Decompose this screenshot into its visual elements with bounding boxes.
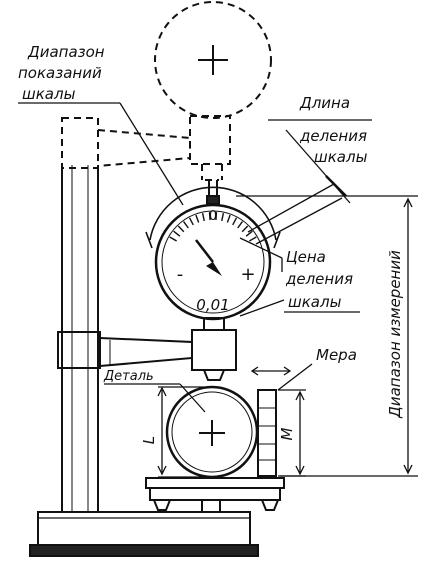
lower-bracket bbox=[57, 317, 237, 381]
scale-range-leader bbox=[18, 102, 184, 206]
label-scale-range-3: шкалы bbox=[22, 85, 76, 103]
dial-tick bbox=[173, 230, 181, 237]
division-value-leader bbox=[239, 237, 360, 317]
division-length-leader bbox=[247, 119, 372, 245]
upper-dial-dashed bbox=[154, 1, 272, 119]
dial-tick bbox=[221, 212, 225, 222]
dial-ticks bbox=[169, 212, 257, 242]
stand-column bbox=[61, 165, 99, 512]
dial-tick bbox=[188, 217, 194, 226]
part-circle bbox=[165, 385, 259, 479]
dial-tick bbox=[237, 221, 243, 229]
dial-tick bbox=[208, 212, 211, 221]
label-scale-range-1: Диапазон bbox=[27, 43, 105, 61]
dial-tick bbox=[232, 217, 238, 226]
dial-minus-label: - bbox=[177, 264, 184, 285]
label-part: Деталь bbox=[103, 369, 154, 384]
label-M: M bbox=[278, 427, 296, 440]
gauge-block-arrow bbox=[250, 363, 313, 391]
dial-tick bbox=[215, 212, 218, 221]
dial-tick bbox=[241, 225, 249, 233]
gauge-block bbox=[257, 389, 277, 477]
needle-pivot bbox=[206, 262, 222, 276]
indicator-stem bbox=[206, 180, 220, 205]
measure-range-dim bbox=[236, 195, 418, 477]
label-division-length-3: шкалы bbox=[314, 148, 368, 166]
label-L: L bbox=[140, 436, 158, 444]
scale-range-arc bbox=[145, 186, 281, 249]
label-division-value-2: деления bbox=[285, 270, 353, 288]
label-scale-range-2: показаний bbox=[18, 64, 102, 82]
label-division-value-3: шкалы bbox=[288, 293, 342, 311]
label-division-value-1: Цена bbox=[286, 248, 326, 266]
label-division-length-2: деления bbox=[299, 127, 367, 145]
label-measure-range: Диапазон измерений bbox=[386, 250, 404, 419]
dial-tick bbox=[169, 236, 177, 242]
dial-tick bbox=[249, 236, 257, 242]
part-leader bbox=[104, 383, 206, 413]
dial-tick bbox=[226, 214, 231, 223]
dial-tick bbox=[195, 214, 200, 223]
dial-tick bbox=[177, 225, 185, 233]
dial-tick bbox=[183, 221, 189, 229]
base-plate bbox=[29, 511, 259, 557]
label-gauge-block: Мера bbox=[316, 346, 357, 364]
dial-plus-label: + bbox=[240, 264, 255, 285]
label-division-length-1: Длина bbox=[299, 94, 350, 112]
main-dial: 0 - + 0,01 bbox=[154, 203, 272, 321]
measuring-table bbox=[145, 477, 285, 513]
dial-value-label: 0,01 bbox=[196, 296, 229, 314]
dial-zero-label: 0 bbox=[209, 209, 217, 224]
dial-tick bbox=[245, 230, 253, 237]
dial-tick bbox=[201, 212, 205, 222]
upper-bracket-dashed bbox=[61, 115, 231, 181]
